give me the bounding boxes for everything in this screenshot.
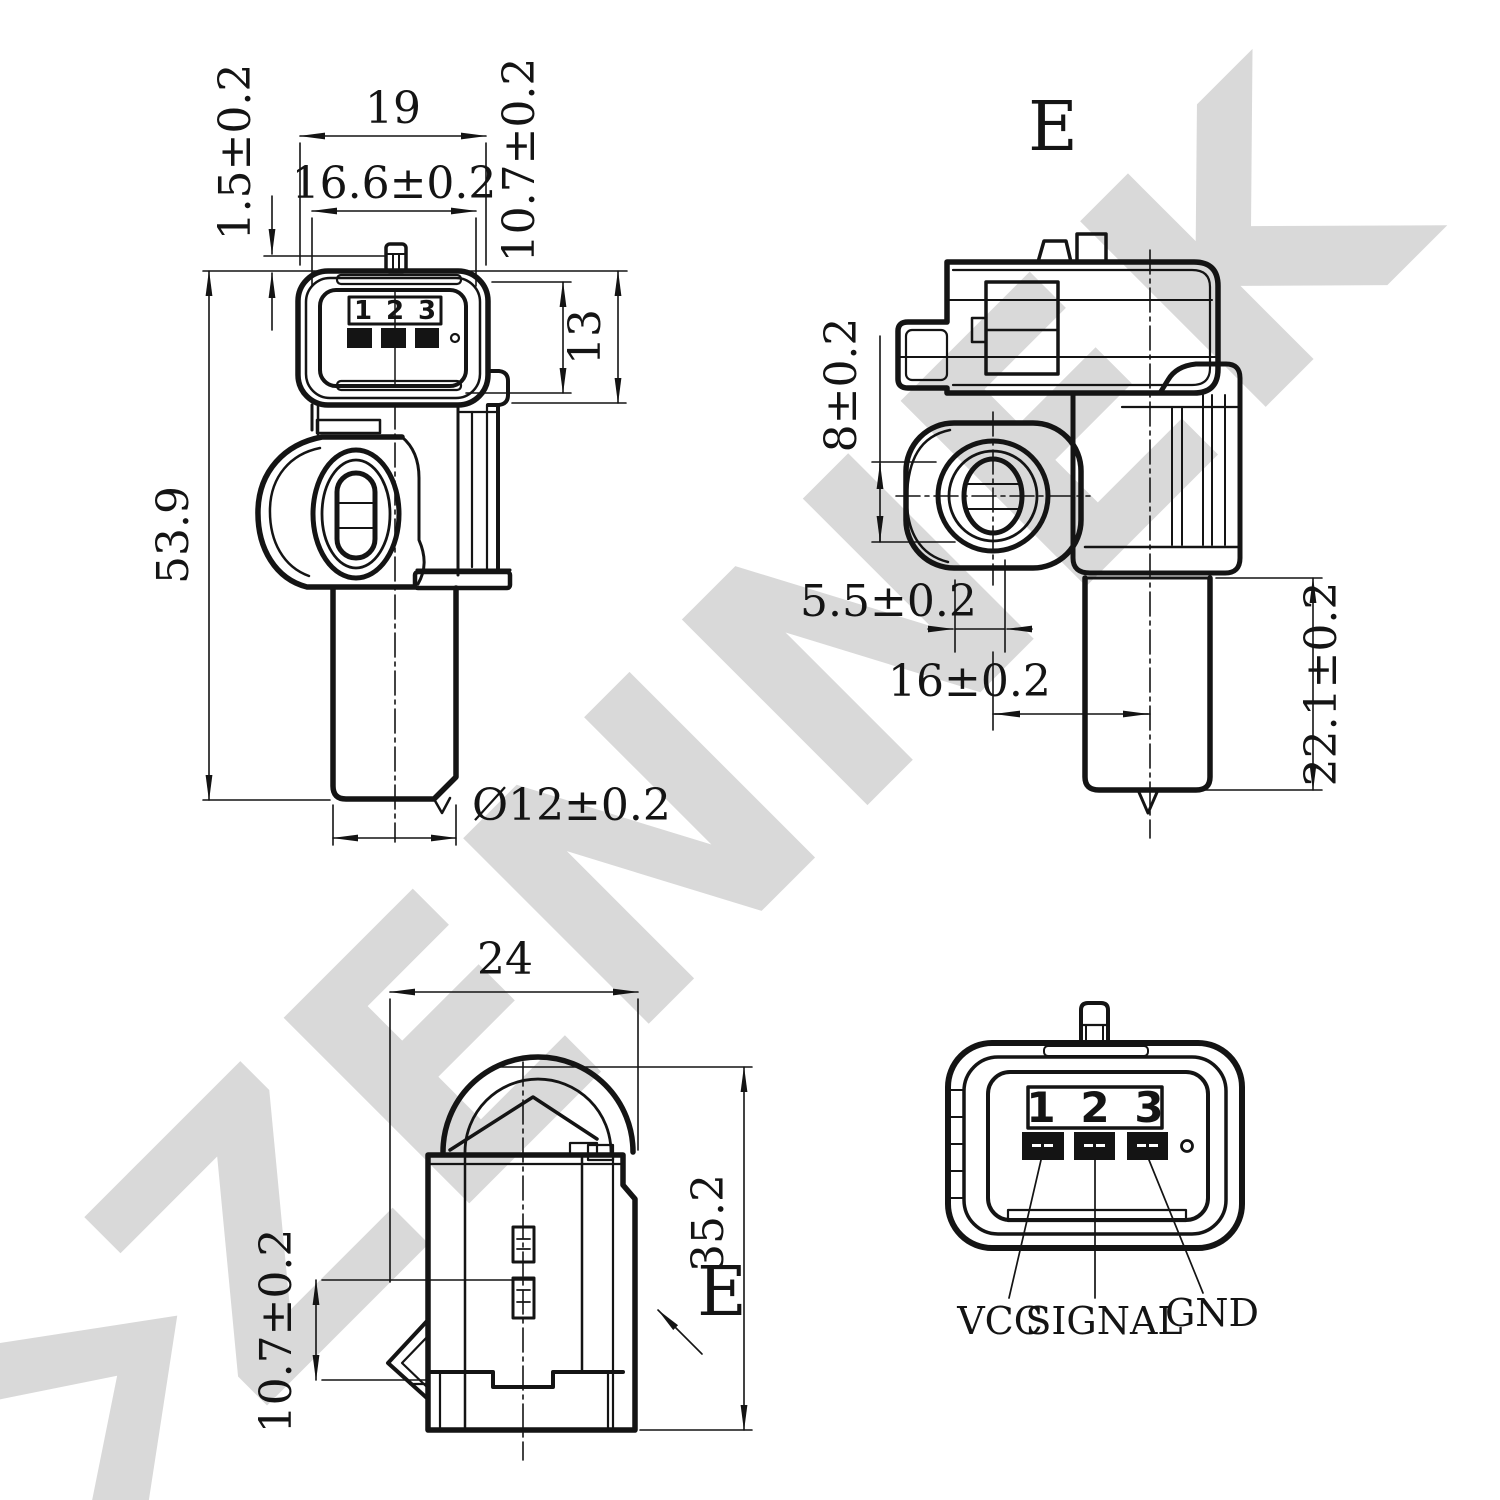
dim-inner-width: 16.6±0.2 <box>292 158 497 209</box>
pin-number-box <box>1026 1085 1164 1130</box>
dim-axis-offset: 16±0.2 <box>888 656 1051 707</box>
side-view-labels: E 8±0.2 5.5±0.2 16±0.2 22.1±0.2 <box>800 88 1347 786</box>
view-label-e: E <box>1028 88 1078 167</box>
dim-overall-height: 35.2 <box>683 1174 734 1272</box>
front-view-linework <box>255 242 513 843</box>
pin-function-vcc: VCC <box>956 1299 1043 1343</box>
top-view: 24 10.7±0.2 35.2 E <box>251 934 753 1461</box>
top-view-labels: 24 10.7±0.2 35.2 E <box>251 934 747 1433</box>
top-view-linework <box>386 1054 638 1461</box>
dim-ear-height: 8±0.2 <box>816 318 867 453</box>
front-view-labels: 19 16.6±0.2 1.5±0.2 10.7±0.2 13 53.9 Ø12… <box>148 58 671 831</box>
pin-number-2: 2 <box>1080 1083 1109 1132</box>
side-view-dimensions <box>871 335 1323 791</box>
pin-pads <box>1022 1132 1168 1160</box>
dim-width: 24 <box>477 934 533 985</box>
dim-flange-height: 10.7±0.2 <box>251 1229 302 1434</box>
index-hole <box>1180 1139 1194 1153</box>
dim-shell-height: 10.7±0.2 <box>494 58 545 263</box>
top-view-dimensions <box>312 988 753 1431</box>
pin-number-1: 1 <box>354 296 372 326</box>
connector-face-labels: 1 2 3 VCC SIGNAL GND <box>956 1083 1259 1343</box>
dim-tab-offset: 1.5±0.2 <box>210 64 261 241</box>
connector-face-view: 1 2 3 VCC SIGNAL GND <box>945 1001 1259 1343</box>
pin-number-3: 3 <box>418 296 436 326</box>
dim-overall-height: 53.9 <box>148 486 199 584</box>
index-hole <box>449 332 461 344</box>
connector-face-linework <box>945 1001 1245 1299</box>
pin-pads <box>347 328 439 348</box>
dim-barrel-length: 22.1±0.2 <box>1296 582 1347 787</box>
pin-number-3: 3 <box>1134 1083 1163 1132</box>
side-view-linework <box>895 232 1243 839</box>
view-direction-arrow <box>657 1309 703 1355</box>
dim-hole-offset: 5.5±0.2 <box>800 576 977 627</box>
dim-connector-height: 13 <box>560 309 611 365</box>
view-label-e: E <box>697 1253 747 1332</box>
mounting-hole <box>310 447 402 581</box>
dim-barrel-diameter: Ø12±0.2 <box>472 780 671 831</box>
pin-number-2: 2 <box>386 296 404 326</box>
dim-shell-width: 19 <box>365 83 421 134</box>
front-view: 19 16.6±0.2 1.5±0.2 10.7±0.2 13 53.9 Ø12… <box>148 58 671 846</box>
front-view-dimensions <box>202 132 628 846</box>
pin-number-1: 1 <box>1026 1083 1055 1132</box>
pin-function-signal: SIGNAL <box>1025 1299 1182 1343</box>
side-view: E 8±0.2 5.5±0.2 16±0.2 22.1±0.2 <box>800 88 1347 839</box>
pin-function-gnd: GND <box>1165 1291 1259 1335</box>
